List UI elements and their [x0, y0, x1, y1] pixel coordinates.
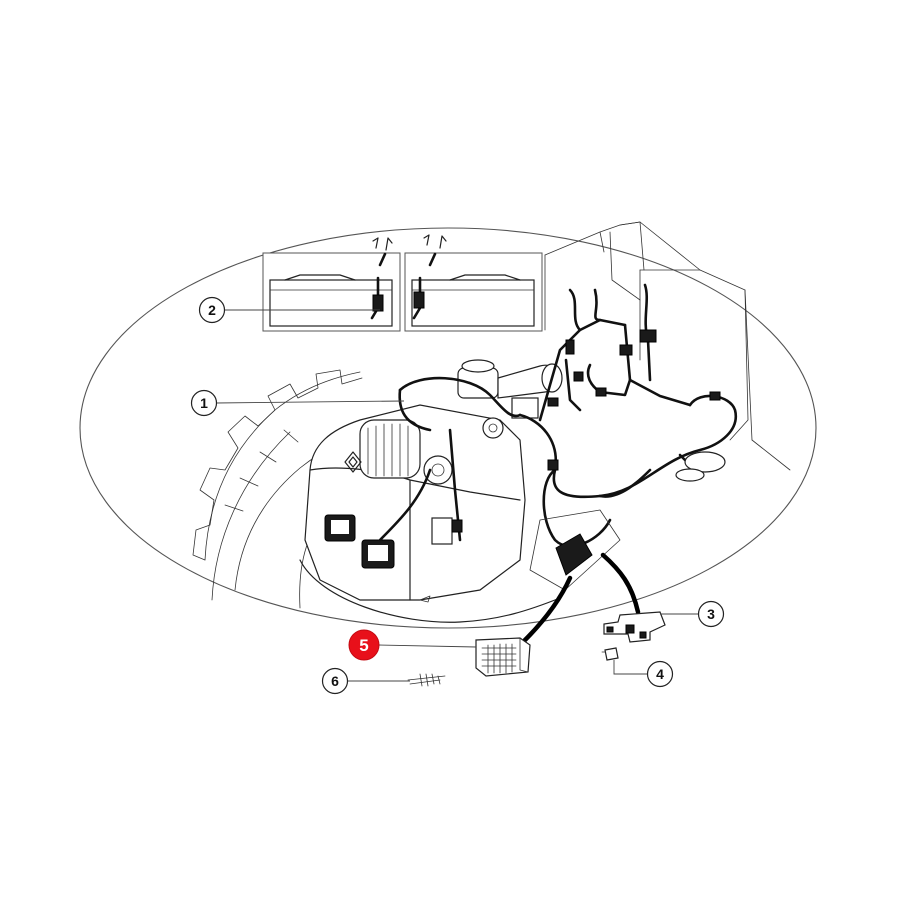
svg-text:1: 1 [200, 395, 208, 411]
svg-text:3: 3 [707, 606, 715, 622]
arrow-up-icon [372, 237, 393, 251]
callout-5-highlighted[interactable]: 5 [348, 629, 380, 661]
battery-inset-right [404, 234, 543, 332]
leader-1 [215, 400, 405, 404]
part-4-terminal [601, 647, 619, 661]
engine-block [299, 359, 563, 623]
leader-4 [613, 660, 648, 675]
callout-4[interactable]: 4 [646, 660, 674, 688]
battery-inset-left [262, 237, 401, 332]
detail-ellipse [79, 227, 817, 629]
wiring-harness [378, 283, 738, 591]
leader-5 [377, 644, 477, 648]
svg-text:4: 4 [656, 666, 664, 682]
callout-6[interactable]: 6 [321, 667, 349, 695]
part-6-pins [407, 673, 446, 687]
callout-2[interactable]: 2 [198, 296, 226, 324]
callout-3[interactable]: 3 [697, 600, 725, 628]
harness-lead-5 [522, 575, 573, 643]
part-3-connector-set [603, 611, 666, 643]
harness-lead-3 [600, 552, 641, 615]
svg-text:2: 2 [208, 302, 216, 318]
svg-text:5: 5 [359, 636, 368, 655]
brand-logo-icon [344, 451, 362, 473]
cab-frame [544, 221, 791, 471]
callout-1[interactable]: 1 [190, 389, 218, 417]
arrow-up-icon [423, 234, 447, 249]
svg-text:6: 6 [331, 673, 339, 689]
part-5-connector [475, 637, 531, 677]
